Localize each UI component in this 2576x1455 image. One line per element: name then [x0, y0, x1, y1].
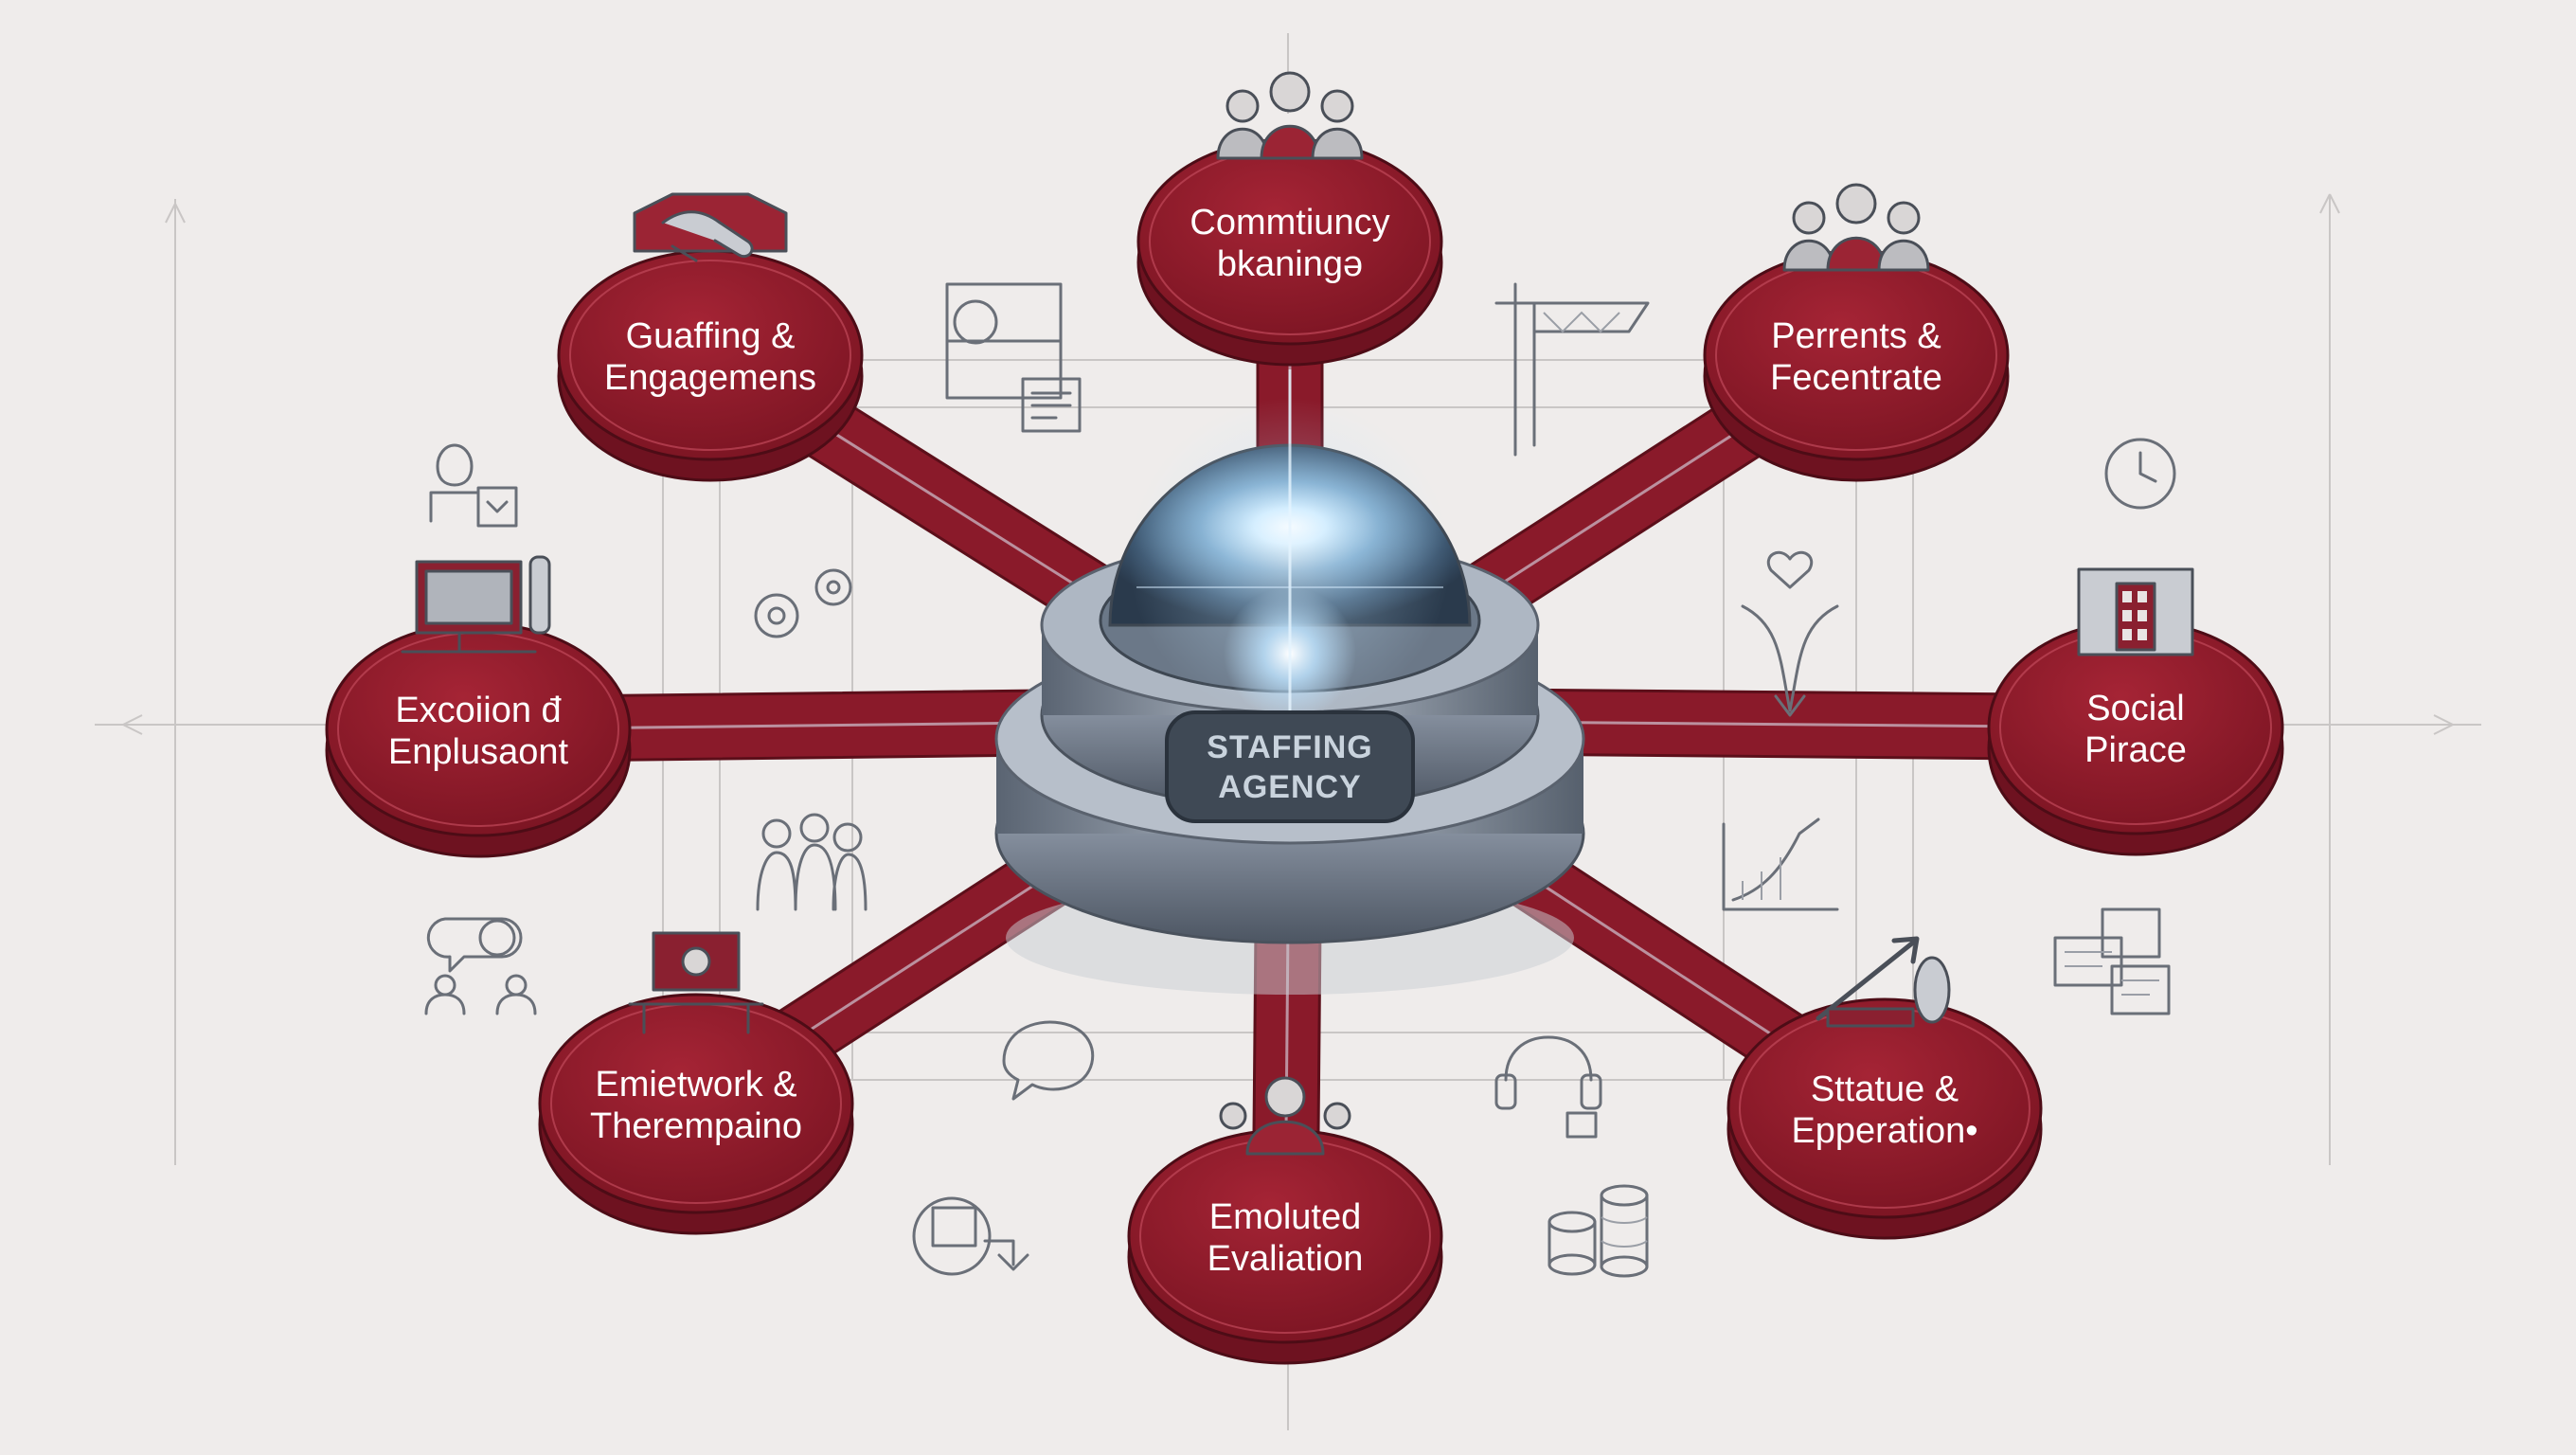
growth-chart-icon: [1722, 817, 1839, 911]
node-label-line2-top-right: Fecentrate: [1770, 358, 1942, 398]
person-icon: [1219, 1076, 1351, 1156]
workstation-icon: [628, 931, 764, 1034]
speech-bubble-icon: [1002, 1020, 1095, 1101]
person-desk-icon: [429, 443, 518, 528]
node-bottom-right: Sttatue &Epperation•: [1726, 936, 2043, 1240]
monitor-icon: [401, 555, 551, 654]
node-label-line2-right: Pirace: [2084, 730, 2187, 770]
node-bottom-left: Emietwork &Therempaino: [538, 931, 854, 1235]
chat-people-icon: [424, 917, 537, 1015]
coin-stacks-icon: [1547, 1184, 1649, 1278]
node-label-line1-bottom: Emoluted: [1209, 1197, 1362, 1237]
node-top-right: Perrents &Fecentrate: [1703, 183, 2010, 482]
people-group-icon: [1216, 71, 1364, 160]
hub-label-plate: [1165, 710, 1415, 823]
node-label-line2-bottom-left: Therempaino: [590, 1106, 802, 1146]
handshake-icon: [633, 192, 788, 262]
team-icon: [1782, 183, 1930, 272]
flow-diagram-icon: [945, 282, 1082, 433]
hub-label-line1: STAFFING: [1207, 729, 1372, 765]
node-label-line2-top-left: Engagemens: [604, 358, 816, 398]
node-disc-bottom-right: [1726, 997, 2043, 1219]
node-label-line2-top: bkaningə: [1217, 244, 1363, 284]
hub-label-line2: AGENCY: [1218, 769, 1361, 805]
heart-arrows-icon: [1741, 550, 1839, 717]
node-disc-bottom-left: [538, 993, 854, 1214]
node-label-line2-bottom: Evaliation: [1208, 1239, 1364, 1279]
node-label-line1-top-left: Guaffing &: [626, 316, 796, 356]
blueprint-tool-icon: [1494, 282, 1650, 457]
node-label-line2-bottom-right: Epperation•: [1791, 1111, 1977, 1151]
staffing-agency-hub: STAFFING AGENCY: [994, 369, 1585, 995]
crowd-icon: [756, 813, 868, 911]
node-label-line1-top-right: Perrents &: [1771, 316, 1941, 356]
headset-icon: [1494, 1035, 1602, 1139]
workflow-machine-icon: [912, 1196, 1029, 1276]
node-label-line1-left: Excoiion đ: [395, 691, 562, 730]
growth-arrow-icon: [1816, 936, 1951, 1028]
sketch-decorations: [424, 282, 2176, 1278]
node-label-line2-left: Enplusaont: [388, 732, 569, 772]
documents-icon: [2053, 907, 2171, 1015]
building-icon: [2077, 567, 2194, 656]
gears-icon: [754, 568, 852, 638]
node-label-line1-bottom-left: Emietwork &: [595, 1065, 796, 1105]
node-label-line1-top: Commtiuncy: [1190, 203, 1389, 242]
node-label-line1-bottom-right: Sttatue &: [1811, 1069, 1959, 1109]
clock-icon: [2104, 438, 2176, 510]
node-label-line1-right: Social: [2086, 689, 2185, 728]
node-top-left: Guaffing &Engagemens: [557, 192, 864, 482]
